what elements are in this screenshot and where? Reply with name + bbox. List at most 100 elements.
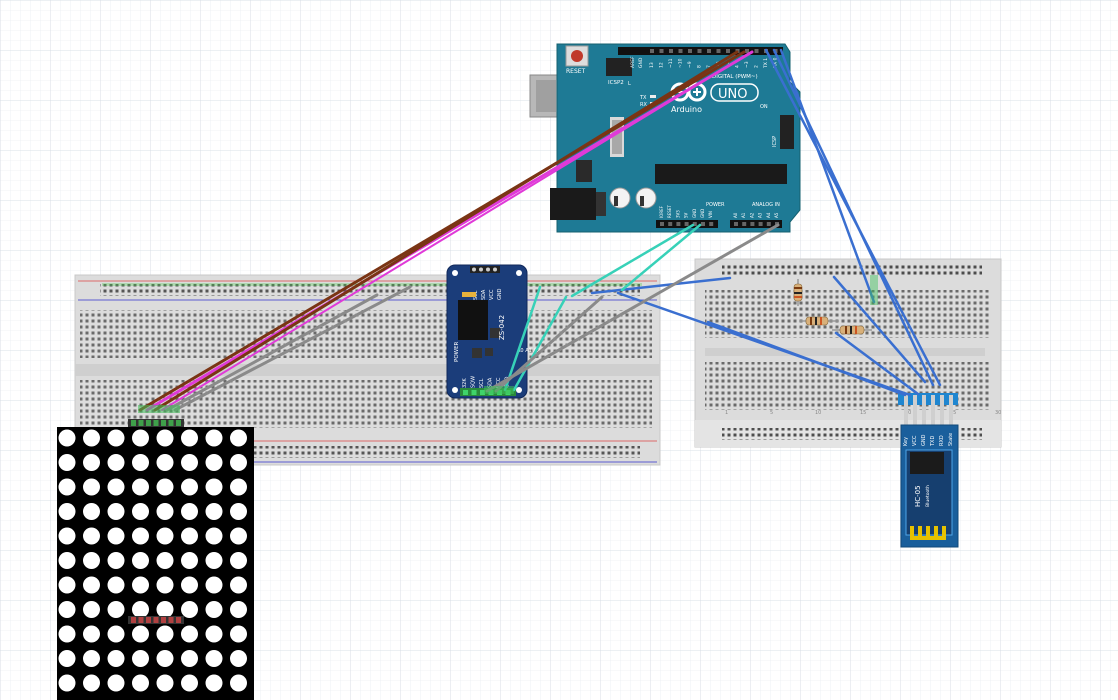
resistor-3[interactable]: [832, 325, 872, 335]
analog-pin-label: A5: [774, 212, 779, 218]
analog-pin[interactable]: [734, 222, 738, 226]
digital-pin-label: ~10: [678, 58, 684, 68]
rx-label: RX: [640, 102, 647, 108]
power-pin[interactable]: [709, 222, 714, 226]
digital-pin[interactable]: [650, 49, 654, 53]
rtc-pin[interactable]: [463, 390, 468, 395]
on-label: ON: [760, 104, 768, 110]
led-dot: [132, 478, 149, 496]
matrix-pin[interactable]: [168, 420, 174, 426]
power-pin[interactable]: [701, 222, 705, 226]
power-pin-label: GND: [700, 209, 705, 218]
bt-pin[interactable]: [931, 395, 935, 425]
resistor-2[interactable]: [800, 316, 838, 326]
led-dot: [181, 429, 198, 447]
led-dot: [156, 429, 174, 447]
power-pin[interactable]: [692, 222, 697, 226]
bt-pin[interactable]: [949, 395, 953, 425]
digital-pin[interactable]: [707, 49, 711, 53]
led-dot: [156, 454, 174, 471]
wire-cyan-2: [620, 223, 702, 292]
led-dot: [230, 674, 247, 692]
rtc-power-label: POWER: [454, 341, 460, 362]
wire-cyan-4: [512, 295, 568, 392]
led-dot: [107, 454, 125, 471]
power-pin[interactable]: [684, 222, 689, 226]
bt-pin-label: Key: [903, 437, 909, 446]
led-dot: [205, 576, 223, 594]
rtc-pin[interactable]: [471, 390, 477, 395]
digital-pin[interactable]: [669, 49, 673, 53]
led-dot: [58, 527, 76, 545]
led-dot: [132, 625, 149, 643]
wire-blue-8: [834, 331, 920, 396]
digital-pin[interactable]: [726, 49, 730, 53]
matrix-pin[interactable]: [161, 617, 166, 623]
digital-pin[interactable]: [697, 49, 702, 53]
gnd-label: GND: [638, 57, 644, 68]
led-dot: [230, 429, 247, 447]
wire-brown: [138, 50, 746, 412]
bt-pin[interactable]: [940, 395, 944, 425]
resistor-1[interactable]: [793, 279, 803, 306]
led-dot: [230, 601, 247, 618]
led-dot: [58, 478, 76, 496]
digital-pin[interactable]: [745, 49, 749, 53]
breadboard-row-number: 15: [860, 410, 866, 416]
wire-magenta-2: [161, 53, 749, 411]
matrix-pin[interactable]: [161, 420, 166, 426]
led-dot: [83, 429, 100, 447]
digital-pin[interactable]: [659, 49, 664, 53]
matrix-pin[interactable]: [131, 617, 136, 623]
matrix-pin[interactable]: [168, 617, 174, 623]
analog-pin[interactable]: [758, 222, 763, 226]
bt-pin[interactable]: [922, 395, 926, 425]
led-dot: [107, 503, 125, 520]
analog-pin[interactable]: [750, 222, 755, 226]
matrix-pin[interactable]: [131, 420, 136, 426]
led-matrix-lower[interactable]: [57, 616, 254, 700]
digital-pin[interactable]: [754, 49, 759, 53]
brand-label: Arduino: [671, 105, 702, 114]
matrix-pin[interactable]: [138, 420, 144, 426]
matrix-pin[interactable]: [146, 617, 151, 623]
breadboard-row-number: 10: [815, 410, 821, 416]
matrix-pin[interactable]: [176, 420, 181, 426]
bt-pin[interactable]: [904, 395, 908, 425]
power-pin[interactable]: [668, 222, 673, 226]
matrix-pin[interactable]: [176, 617, 181, 623]
matrix-pin[interactable]: [153, 617, 159, 623]
led-dot: [181, 576, 198, 594]
rtc-pin[interactable]: [480, 390, 485, 395]
power-pin[interactable]: [660, 222, 664, 226]
digital-pin[interactable]: [716, 49, 721, 53]
digital-label: DIGITAL (PWM~): [712, 74, 758, 80]
led-dot: [83, 674, 100, 692]
power-label: POWER: [706, 202, 725, 208]
breadboard-row-number: 20: [905, 410, 911, 416]
led-dot: [230, 503, 247, 520]
led-dot: [230, 625, 247, 643]
led-dot: [181, 478, 198, 496]
analog-pin[interactable]: [742, 222, 747, 226]
led-dot: [107, 576, 125, 594]
wire-cyan-1: [570, 223, 695, 298]
led-dot: [181, 503, 198, 520]
led-matrix-upper[interactable]: [57, 419, 254, 625]
digital-pin[interactable]: [678, 49, 683, 53]
bt-pin-label: VCC: [912, 435, 918, 446]
breadboard-row-number: 25: [950, 410, 956, 416]
matrix-pin[interactable]: [138, 617, 144, 623]
rtc-top-pin-label: SDA: [481, 289, 487, 300]
digital-pin[interactable]: [688, 49, 692, 53]
led-dot: [83, 527, 100, 545]
power-pin[interactable]: [676, 222, 681, 226]
analog-pin[interactable]: [766, 222, 771, 226]
matrix-pin[interactable]: [146, 420, 151, 426]
matrix-pin[interactable]: [153, 420, 159, 426]
bt-pin[interactable]: [913, 395, 917, 425]
led-dot: [58, 650, 76, 667]
